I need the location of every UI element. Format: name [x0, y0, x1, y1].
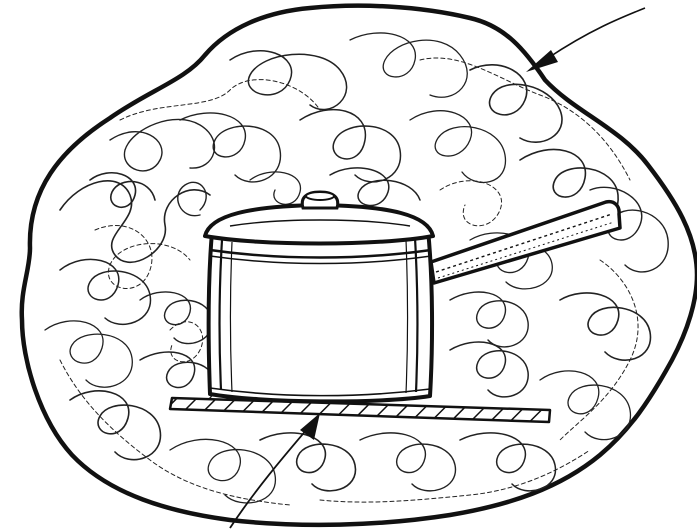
- cooking-pot: [209, 230, 432, 401]
- pointer-outer-wrap: [526, 8, 645, 72]
